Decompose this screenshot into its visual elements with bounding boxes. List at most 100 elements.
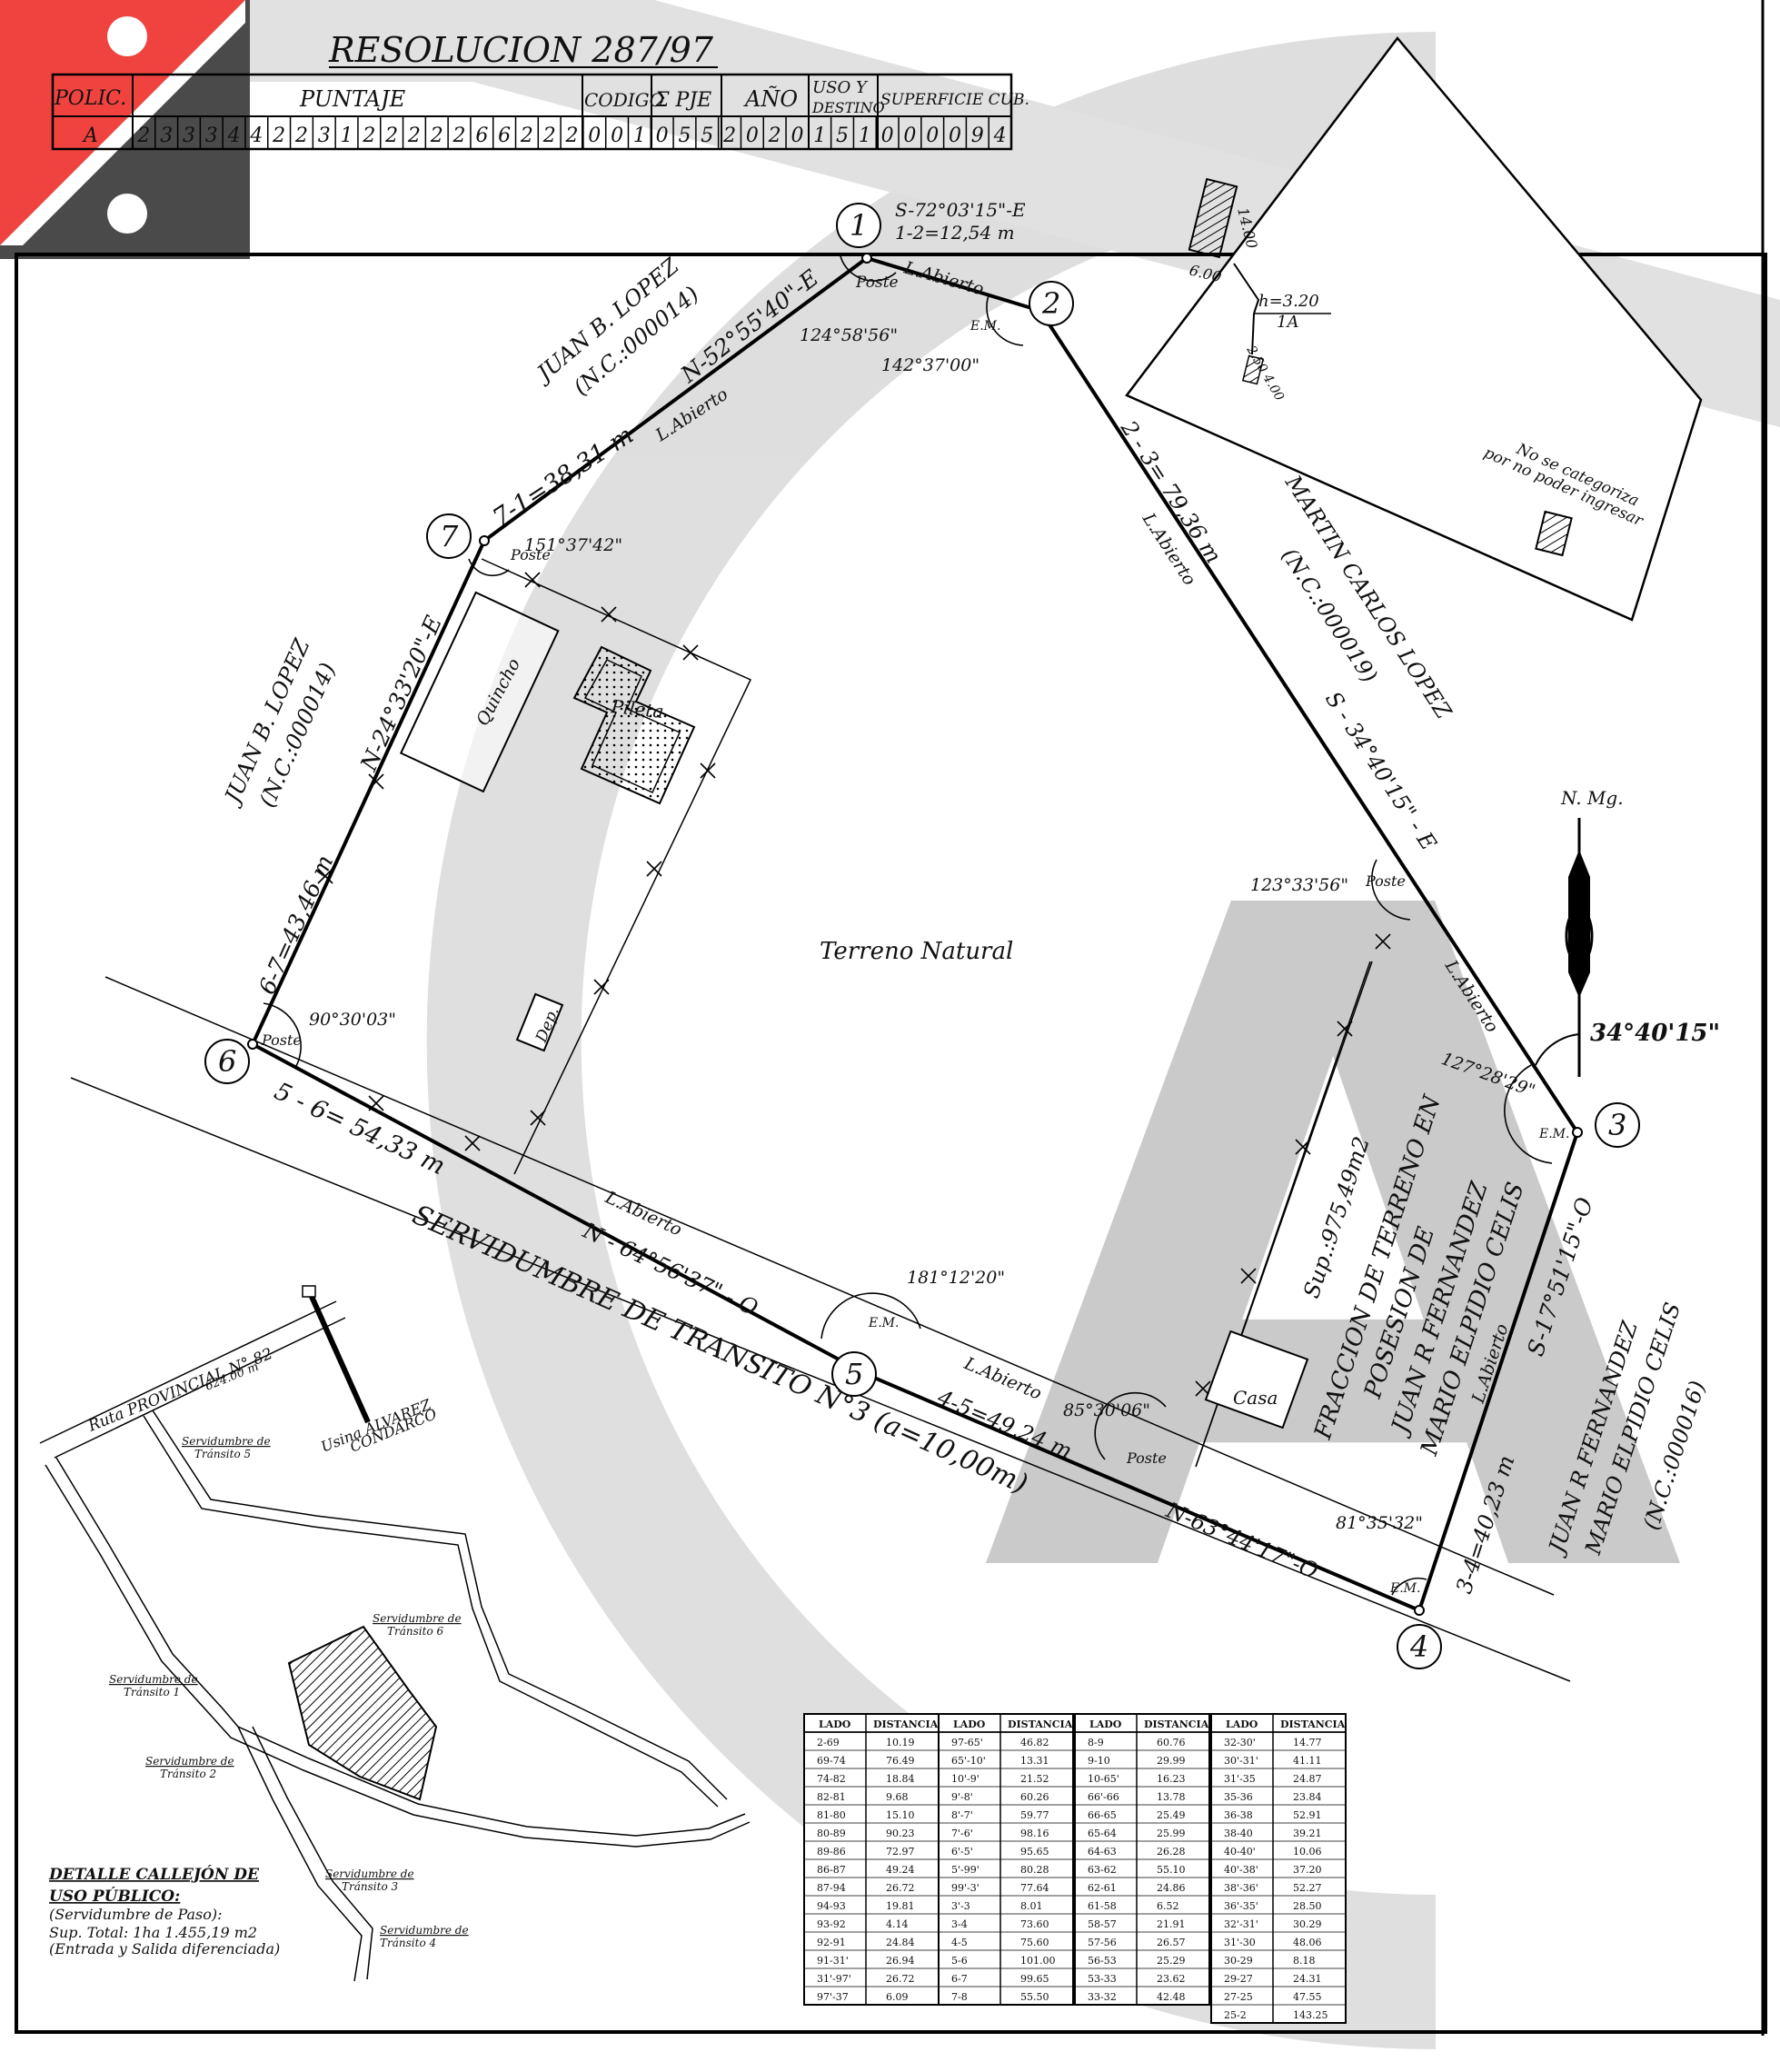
table-cell-distancia: 101.00 — [1020, 1955, 1056, 1967]
detail-text-2: Sup. Total: 1ha 1.455,19 m2 — [49, 1924, 257, 1941]
north-label: N. Mg. — [1560, 787, 1624, 809]
table-header-lado: LADO — [1089, 1718, 1122, 1730]
fence-line-west — [481, 558, 752, 1175]
angle-arc-6 — [263, 1002, 302, 1069]
building-inset: 14.00 6.00 h=3.20 1A 2.50 4.00 No se cat… — [1125, 35, 1703, 622]
vertex-circle — [426, 513, 472, 559]
header-digit: 4 — [993, 125, 1007, 147]
header-digit: 2 — [542, 125, 556, 147]
detail-text-1: (Servidumbre de Paso): — [49, 1906, 223, 1923]
table-cell-lado: 9-10 — [1088, 1755, 1110, 1767]
angle-5: 181°12'20" — [907, 1268, 1005, 1288]
table-cell-lado: 31'-30 — [1224, 1937, 1256, 1948]
table-header-lado: LADO — [819, 1718, 851, 1730]
table-cell-distancia: 15.10 — [886, 1809, 915, 1821]
em-5: E.M. — [868, 1316, 899, 1330]
vertex-label-5: 5 — [845, 1357, 863, 1391]
poste-1: Poste — [855, 274, 899, 292]
table-cell-distancia: 41.11 — [1293, 1755, 1322, 1767]
casa-building — [1204, 1330, 1309, 1429]
table-cell-distancia: 47.55 — [1293, 1991, 1322, 2003]
table-cell-distancia: 60.26 — [1020, 1791, 1049, 1803]
table-cell-distancia: 25.29 — [1157, 1955, 1186, 1967]
vertex-label-6: 6 — [218, 1044, 236, 1079]
vertex-point — [479, 535, 490, 546]
header-digit: 0 — [881, 125, 894, 147]
col-puntaje: PUNTAJE — [299, 86, 406, 112]
table-header-distancia: DISTANCIA — [1280, 1718, 1346, 1730]
table-cell-distancia: 55.50 — [1020, 1991, 1049, 2003]
table-cell-lado: 10-65' — [1088, 1773, 1119, 1785]
vertex-circle — [1595, 1102, 1640, 1148]
header-digit: 2 — [136, 125, 150, 147]
table-cell-distancia: 13.78 — [1157, 1791, 1186, 1803]
table-cell-lado: 61-58 — [1088, 1900, 1117, 1912]
table-cell-distancia: 72.97 — [886, 1846, 915, 1858]
table-cell-lado: 32-30' — [1224, 1737, 1256, 1748]
header-digit: 2 — [452, 125, 466, 147]
callejon-path-e — [237, 1726, 363, 1982]
table-cell-lado: 32'-31' — [1224, 1918, 1258, 1930]
table-cell-lado: 30-29 — [1224, 1955, 1253, 1967]
detail-title-1: DETALLE CALLEJÓN DE — [48, 1865, 260, 1884]
table-cell-distancia: 30.29 — [1293, 1918, 1322, 1930]
em-4: E.M. — [1389, 1581, 1420, 1596]
st4-line-2: Tránsito 4 — [380, 1937, 436, 1949]
improvements: Quincho Pileta Dep. Casa — [317, 558, 1391, 1468]
table-cell-distancia: 95.65 — [1020, 1846, 1049, 1858]
callejon-path-f — [252, 1726, 373, 1980]
table-cell-lado: 8-9 — [1088, 1737, 1104, 1748]
table-cell-distancia: 10.06 — [1293, 1846, 1322, 1858]
table-cell-distancia: 4.14 — [886, 1918, 909, 1930]
table-cell-lado: 58-57 — [1088, 1918, 1117, 1930]
header-digit: 0 — [588, 125, 601, 147]
header-digit: 4 — [249, 125, 263, 147]
table-cell-lado: 5-6 — [951, 1955, 968, 1967]
inset-cat: 1A — [1277, 313, 1298, 332]
col-uso-2: DESTINO — [811, 99, 885, 116]
angle-arcs — [263, 255, 1553, 1596]
st1-line-1: Servidumbre de — [109, 1673, 198, 1686]
road-lines — [70, 976, 1571, 1682]
angle-e: 123°33'56" — [1250, 875, 1348, 895]
table-cell-lado: 57-56 — [1088, 1937, 1117, 1948]
vertex-circle — [836, 203, 881, 248]
st2-line-2: Tránsito 2 — [160, 1768, 216, 1780]
vertex-point — [1572, 1127, 1583, 1138]
table-cell-lado: 6-7 — [951, 1973, 968, 1985]
inset-building-3 — [1535, 510, 1573, 557]
table-cell-lado: 97-65' — [951, 1737, 983, 1748]
road-edge-north — [104, 976, 1555, 1596]
table-cell-distancia: 52.27 — [1293, 1882, 1322, 1894]
inset-h: h=3.20 — [1258, 292, 1319, 311]
header-digit: 3 — [160, 125, 173, 147]
table-cell-lado: 10'-9' — [951, 1773, 979, 1785]
table-cell-lado: 65'-10' — [951, 1755, 986, 1767]
st4-line-1: Servidumbre de — [380, 1924, 469, 1937]
table-cell-lado: 38-40 — [1224, 1828, 1253, 1839]
header-digit: 0 — [746, 125, 759, 147]
table-cell-lado: 91-31' — [817, 1955, 849, 1967]
header-digit: 1 — [813, 125, 826, 147]
header-digit: 0 — [656, 125, 669, 147]
st1-line-2: Tránsito 1 — [124, 1686, 180, 1698]
angle-2: 142°37'00" — [881, 355, 979, 375]
table-cell-distancia: 99.65 — [1020, 1973, 1049, 1985]
vertex-circle — [1397, 1624, 1442, 1669]
header-digit: 1 — [859, 125, 871, 147]
header-digit: 2 — [565, 125, 579, 147]
header-digit: 3 — [205, 125, 218, 147]
distance-table — [1210, 1713, 1347, 2024]
table-cell-distancia: 24.31 — [1293, 1973, 1322, 1985]
table-cell-lado: 33-32 — [1088, 1991, 1117, 2003]
header-digit: 0 — [791, 125, 803, 147]
table-cell-distancia: 143.25 — [1293, 2009, 1328, 2021]
col-codigo: CODIGO — [584, 89, 664, 111]
vertex-point — [861, 253, 872, 264]
table-cell-lado: 38'-36' — [1224, 1882, 1258, 1894]
vertex-label-2: 2 — [1041, 286, 1060, 321]
header-digit: 5 — [836, 125, 849, 147]
detail-title-2: USO PÚBLICO: — [49, 1887, 180, 1906]
